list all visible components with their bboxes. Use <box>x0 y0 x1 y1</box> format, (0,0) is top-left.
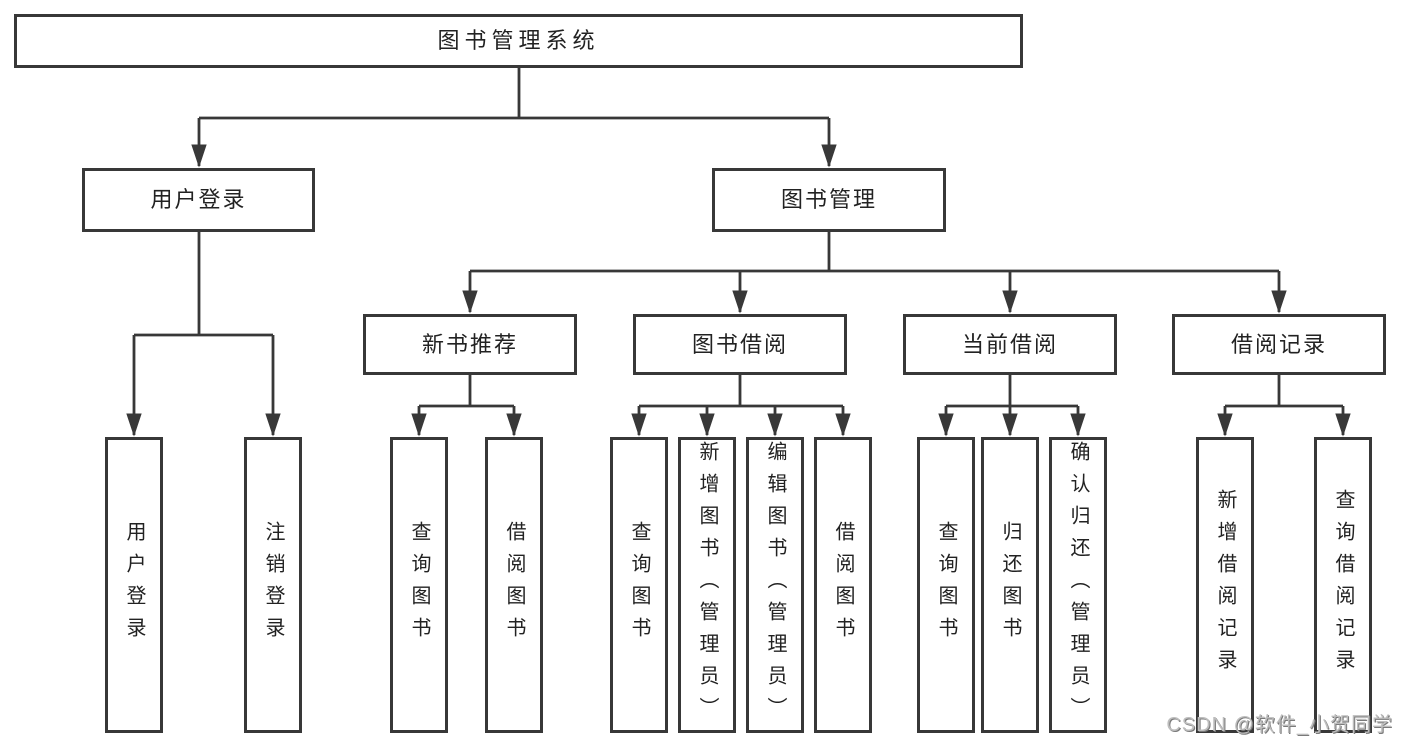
leaf-query-books-recommend: 查询图书 <box>390 437 448 733</box>
leaf-return-book-label: 归还图书 <box>999 521 1021 649</box>
node-book-borrow-label: 图书借阅 <box>691 331 788 357</box>
leaf-query-books-current: 查询图书 <box>917 437 975 733</box>
leaf-query-books-current-label: 查询图书 <box>935 521 957 649</box>
node-root-label: 图书管理系统 <box>437 28 600 53</box>
leaf-borrow-books: 借阅图书 <box>814 437 872 733</box>
node-user-login: 用户登录 <box>82 168 315 232</box>
csdn-watermark: CSDN @软件_小贺同学 <box>1166 714 1393 736</box>
leaf-confirm-return-admin: 确认归还（管理员） <box>1049 437 1107 733</box>
leaf-borrow-books-recommend: 借阅图书 <box>485 437 543 733</box>
node-root: 图书管理系统 <box>14 14 1023 68</box>
leaf-query-borrow-record: 查询借阅记录 <box>1314 437 1372 733</box>
node-current-borrow-label: 当前借阅 <box>961 331 1058 357</box>
leaf-user-login: 用户登录 <box>105 437 163 733</box>
leaf-add-book-admin: 新增图书（管理员） <box>678 437 736 733</box>
node-new-book-recommend: 新书推荐 <box>363 314 577 375</box>
leaf-return-book: 归还图书 <box>981 437 1039 733</box>
node-book-borrow: 图书借阅 <box>633 314 847 375</box>
node-book-management-label: 图书管理 <box>780 187 877 212</box>
leaf-add-borrow-record: 新增借阅记录 <box>1196 437 1254 733</box>
node-user-login-label: 用户登录 <box>150 187 247 212</box>
leaf-logout-label: 注销登录 <box>262 521 284 649</box>
node-current-borrow: 当前借阅 <box>903 314 1117 375</box>
leaf-borrow-books-recommend-label: 借阅图书 <box>503 521 525 649</box>
leaf-add-book-admin-label: 新增图书（管理员） <box>696 441 718 729</box>
node-new-book-recommend-label: 新书推荐 <box>421 331 518 357</box>
leaf-borrow-books-label: 借阅图书 <box>832 521 854 649</box>
leaf-query-books-recommend-label: 查询图书 <box>408 521 430 649</box>
leaf-logout: 注销登录 <box>244 437 302 733</box>
leaf-query-borrow-record-label: 查询借阅记录 <box>1332 489 1354 681</box>
leaf-query-books-borrow: 查询图书 <box>610 437 668 733</box>
leaf-edit-book-admin-label: 编辑图书（管理员） <box>764 441 786 729</box>
connector-arrows <box>126 118 1351 437</box>
leaf-user-login-label: 用户登录 <box>123 521 145 649</box>
leaf-query-books-borrow-label: 查询图书 <box>628 521 650 649</box>
node-borrow-records-label: 借阅记录 <box>1230 331 1327 357</box>
node-book-management: 图书管理 <box>712 168 946 232</box>
leaf-confirm-return-admin-label: 确认归还（管理员） <box>1067 441 1089 729</box>
connector-trunks <box>134 68 1343 408</box>
node-borrow-records: 借阅记录 <box>1172 314 1386 375</box>
leaf-add-borrow-record-label: 新增借阅记录 <box>1214 489 1236 681</box>
leaf-edit-book-admin: 编辑图书（管理员） <box>746 437 804 733</box>
